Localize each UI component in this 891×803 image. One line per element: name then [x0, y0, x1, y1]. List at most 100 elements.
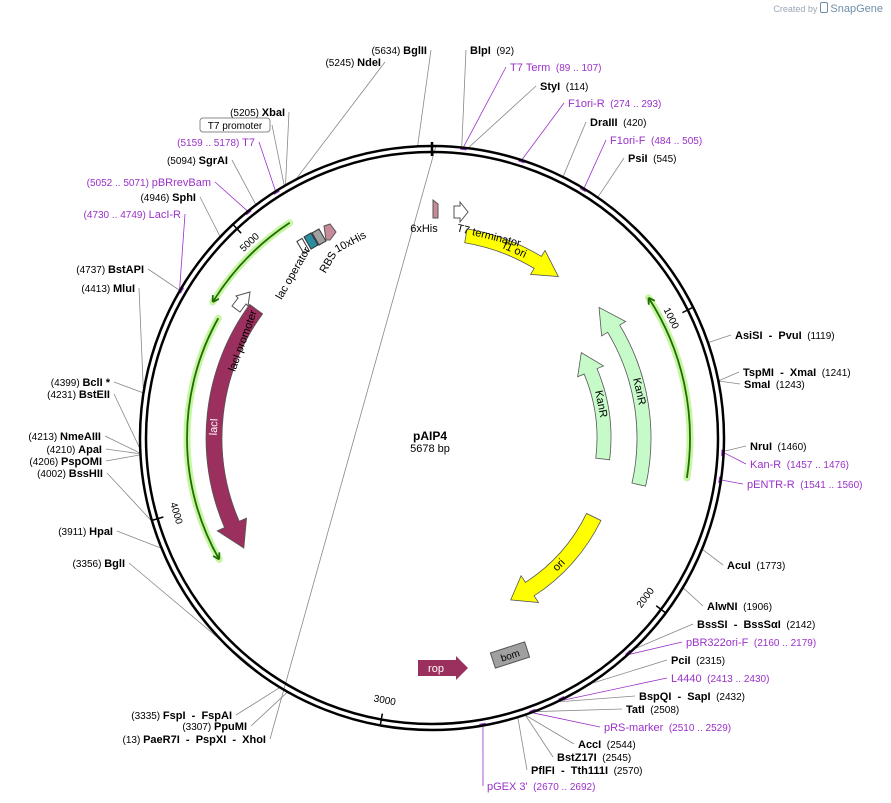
site-label: StyI (114) [540, 81, 588, 93]
feature-rop[interactable]: rop [418, 656, 468, 680]
site-label: AsiSI - PvuI (1119) [735, 330, 835, 342]
site--5159-5178-t7[interactable]: (5159 .. 5178) T7 [177, 137, 255, 149]
site-label: T7 Term (89 .. 107) [510, 62, 601, 74]
feature-label: KanR [630, 377, 648, 407]
site-asisi-pvui-1119-[interactable]: AsiSI - PvuI (1119) [735, 330, 835, 342]
site--4413-mlui[interactable]: (4413) MluI [81, 283, 135, 295]
site-draiii-420-[interactable]: DraIII (420) [590, 117, 646, 129]
site--4730-4749-laci-r[interactable]: (4730 .. 4749) LacI-R [84, 209, 182, 221]
site-label: AcuI (1773) [727, 560, 785, 572]
site--4002-bsshii[interactable]: (4002) BssHII [37, 468, 103, 480]
site--5245-ndei[interactable]: (5245) NdeI [325, 57, 381, 69]
site--3335-fspi-fspai[interactable]: (3335) FspI - FspAI [131, 710, 232, 722]
site--3356-bgli[interactable]: (3356) BglI [73, 558, 125, 570]
orf-arc [211, 222, 291, 303]
site-label: AlwNI (1906) [707, 601, 772, 613]
site-alwni-1906-[interactable]: AlwNI (1906) [707, 601, 772, 613]
site-label: BspQI - SapI (2432) [639, 691, 745, 703]
site-label: pGEX 3' (2670 .. 2692) [487, 781, 595, 793]
site-bsssi-bsss-i-2142-[interactable]: BssSI - BssSαI (2142) [697, 619, 815, 631]
site-bspqi-sapi-2432-[interactable]: BspQI - SapI (2432) [639, 691, 745, 703]
site--5205-xbai[interactable]: (5205) XbaI [230, 107, 285, 119]
site-pgex-3-2670-2692-[interactable]: pGEX 3' (2670 .. 2692) [487, 781, 595, 793]
site-acci-2544-[interactable]: AccI (2544) [578, 739, 636, 751]
site-label: PsiI (545) [628, 153, 676, 165]
site-pbr322ori-f-2160-2179-[interactable]: pBR322ori-F (2160 .. 2179) [686, 637, 816, 649]
feature-kanr[interactable]: KanR [577, 351, 612, 461]
site--4213-nmeaiii[interactable]: (4213) NmeAIII [28, 431, 101, 443]
site-bstz17i-2545-[interactable]: BstZ17I (2545) [557, 752, 631, 764]
site-label: (3356) BglI [73, 558, 125, 570]
site-label: (5159 .. 5178) T7 [177, 137, 255, 149]
feature-6xhis[interactable]: 6xHis [410, 198, 439, 235]
site-blpi-92-[interactable]: BlpI (92) [470, 45, 514, 57]
site-pentr-r-1541-1560-[interactable]: pENTR-R (1541 .. 1560) [747, 479, 863, 491]
feature-label: KanR [592, 389, 609, 418]
site-pcii-2315-[interactable]: PciI (2315) [671, 655, 725, 667]
site-label: NruI (1460) [750, 441, 806, 453]
feature-label: lac operator [274, 245, 314, 302]
site-label: (3335) FspI - FspAI [131, 710, 232, 722]
site-label: TatI (2508) [626, 704, 679, 716]
site-tati-2508-[interactable]: TatI (2508) [626, 704, 679, 716]
site-kan-r-1457-1476-[interactable]: Kan-R (1457 .. 1476) [750, 459, 849, 471]
orf-arc [186, 317, 220, 560]
site-label: BstZ17I (2545) [557, 752, 631, 764]
site--4231-bsteii[interactable]: (4231) BstEII [47, 389, 110, 401]
site--4210-apai[interactable]: (4210) ApaI [46, 444, 102, 456]
site-t7-promoter[interactable]: T7 promoter [199, 117, 271, 133]
site--4399-bcli-[interactable]: (4399) BclI * [51, 377, 111, 389]
site-acui-1773-[interactable]: AcuI (1773) [727, 560, 785, 572]
site-l4440-2413-2430-[interactable]: L4440 (2413 .. 2430) [671, 673, 769, 685]
site-label: (4399) BclI * [51, 377, 111, 389]
site-f1ori-f-484-505-[interactable]: F1ori-F (484 .. 505) [610, 135, 702, 147]
site-nrui-1460-[interactable]: NruI (1460) [750, 441, 806, 453]
site--3307-ppumi[interactable]: (3307) PpuMI [182, 721, 247, 733]
feature-laci[interactable]: lacI [205, 303, 264, 549]
site-t7-term-89-107-[interactable]: T7 Term (89 .. 107) [510, 62, 601, 74]
site-psii-545-[interactable]: PsiI (545) [628, 153, 676, 165]
site-label: F1ori-R (274 .. 293) [568, 98, 661, 110]
site-label: (4737) BstAPI [76, 264, 144, 276]
site-label: (4231) BstEII [47, 389, 110, 401]
site-label: BssSI - BssSαI (2142) [697, 619, 815, 631]
site-label: (13) PaeR7I - PspXI - XhoI [123, 734, 266, 746]
feature-kanr[interactable]: KanR [598, 306, 652, 487]
site--5052-5071-pbrrevbam[interactable]: (5052 .. 5071) pBRrevBam [87, 177, 211, 189]
snapgene-logo-icon [820, 2, 829, 13]
site-label: BlpI (92) [470, 45, 514, 57]
site-label: L4440 (2413 .. 2430) [671, 673, 769, 685]
site-smai-1243-[interactable]: SmaI (1243) [744, 379, 805, 391]
site-label: T7 promoter [208, 121, 263, 132]
site-label: (4413) MluI [81, 283, 135, 295]
site-label: (5634) BglII [371, 45, 427, 57]
site-label: (3307) PpuMI [182, 721, 247, 733]
site--4737-bstapi[interactable]: (4737) BstAPI [76, 264, 144, 276]
feature-bom[interactable]: bom [489, 641, 531, 669]
feature-ori[interactable]: ori [510, 512, 602, 604]
ring-tick-label: 4000 [167, 501, 184, 526]
plasmid-name: pAIP4 [413, 429, 447, 443]
site-pflfi-tth111i-2570-[interactable]: PflFI - Tth111I (2570) [531, 765, 643, 777]
site-label: (3911) HpaI [58, 526, 113, 538]
site-label: pRS-marker (2510 .. 2529) [604, 722, 731, 734]
site--5634-bglii[interactable]: (5634) BglII [371, 45, 427, 57]
site-label: DraIII (420) [590, 117, 646, 129]
feature-lac-operator[interactable]: lac operator [274, 232, 319, 302]
site--4206-pspomi[interactable]: (4206) PspOMI [29, 456, 102, 468]
site--4946-sphi[interactable]: (4946) SphI [140, 192, 196, 204]
orf-arrowhead [211, 295, 220, 303]
site-label: (4946) SphI [140, 192, 196, 204]
site-prs-marker-2510-2529-[interactable]: pRS-marker (2510 .. 2529) [604, 722, 731, 734]
site-f1ori-r-274-293-[interactable]: F1ori-R (274 .. 293) [568, 98, 661, 110]
orf-arc [647, 297, 691, 479]
site-tspmi-xmai-1241-[interactable]: TspMI - XmaI (1241) [743, 367, 851, 379]
site-label: PflFI - Tth111I (2570) [531, 765, 643, 777]
site--13-paer7i-pspxi-xhoi[interactable]: (13) PaeR7I - PspXI - XhoI [123, 734, 266, 746]
site--3911-hpai[interactable]: (3911) HpaI [58, 526, 113, 538]
site-label: AccI (2544) [578, 739, 636, 751]
site-styi-114-[interactable]: StyI (114) [540, 81, 588, 93]
site--5094-sgrai[interactable]: (5094) SgrAI [167, 155, 228, 167]
